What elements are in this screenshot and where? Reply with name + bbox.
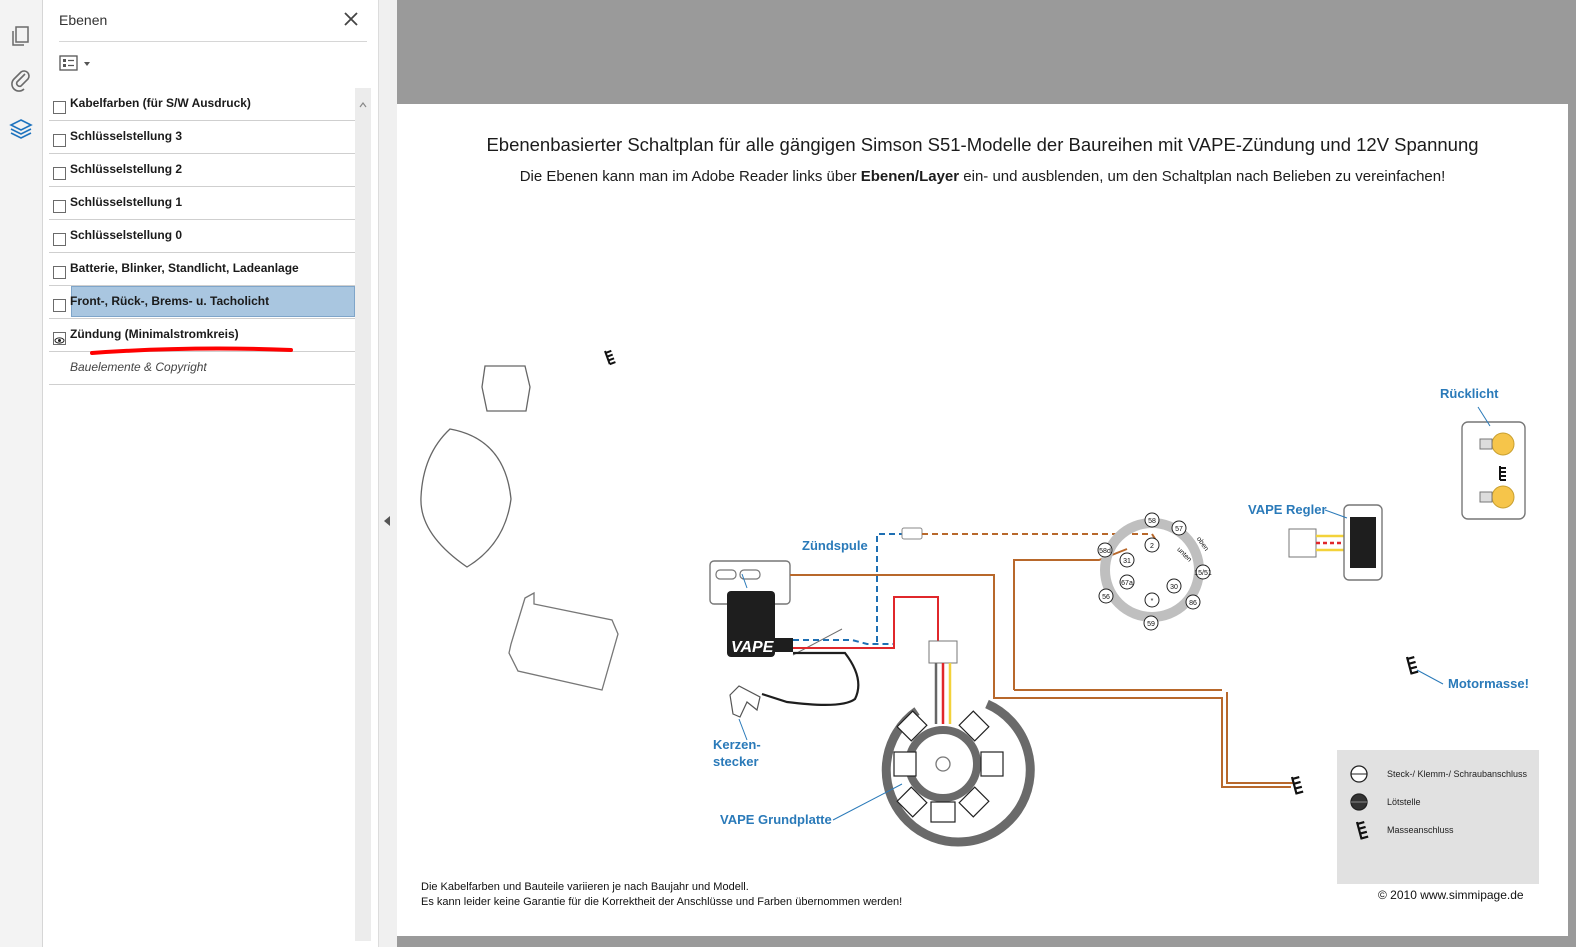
panel-splitter[interactable]: [378, 0, 397, 947]
layer-visibility-checkbox[interactable]: [53, 266, 66, 279]
layer-label: Schlüsselstellung 3: [70, 129, 183, 143]
copyright: © 2010 www.simmipage.de: [1378, 888, 1524, 902]
ignition-switch: 58 57 2 58d 31 15/51 67a 30 56 86 * 59 o…: [1097, 512, 1212, 631]
footnote: Die Kabelfarben und Bauteile variieren j…: [421, 880, 902, 910]
subtitle-bold: Ebenen/Layer: [860, 168, 960, 185]
layer-label-area[interactable]: [71, 286, 355, 317]
terminal-30: 30: [1170, 584, 1178, 591]
layer-options-button[interactable]: [59, 54, 99, 74]
layer-label: Batterie, Blinker, Standlicht, Ladeanlag…: [70, 261, 299, 275]
footnote-line2: Es kann leider keine Garantie für die Ko…: [421, 896, 903, 908]
layer-label: Bauelemente & Copyright: [70, 360, 207, 374]
left-tool-rail: [0, 0, 43, 947]
panel-divider: [59, 41, 367, 42]
layer-row[interactable]: Zündung (Minimalstromkreis): [49, 319, 355, 352]
attachment-icon[interactable]: [9, 68, 33, 92]
terminal-59: 59: [1147, 621, 1155, 628]
footnote-line1: Die Kabelfarben und Bauteile variieren j…: [421, 881, 749, 893]
layer-row[interactable]: Schlüsselstellung 1: [49, 187, 355, 220]
battery-outline: [508, 591, 619, 691]
layer-label: Schlüsselstellung 0: [70, 228, 183, 242]
layer-row[interactable]: Bauelemente & Copyright: [49, 352, 355, 385]
terminal-58d: 58d: [1099, 548, 1111, 555]
page-subtitle: Die Ebenen kann man im Adobe Reader link…: [397, 168, 1568, 185]
layer-label: Schlüsselstellung 2: [70, 162, 183, 176]
ignition-coil: [727, 591, 775, 657]
screw-terminal-icon: [1350, 765, 1368, 783]
close-icon[interactable]: [341, 9, 361, 29]
layer-visibility-checkbox[interactable]: [53, 200, 66, 213]
layers-icon[interactable]: [9, 117, 33, 141]
label-kerzenstecker: Kerzen-stecker: [713, 736, 761, 770]
layer-list: Kabelfarben (für S/W Ausdruck) Schlüssels…: [49, 88, 355, 385]
subtitle-text: Die Ebenen kann man im Adobe Reader link…: [519, 168, 861, 185]
panel-title: Ebenen: [59, 12, 108, 28]
label-zuendspule: Zündspule: [802, 538, 868, 553]
label-kerzenstecker-line1: Kerzen-: [713, 737, 761, 752]
label-vape-regler: VAPE Regler: [1248, 502, 1327, 517]
tail-light: [1461, 421, 1526, 520]
pdf-page: Ebenenbasierter Schaltplan für alle gäng…: [397, 104, 1568, 936]
terminal-56: 56: [1102, 594, 1110, 601]
layer-label: Schlüsselstellung 1: [70, 195, 183, 209]
terminal-58: 58: [1148, 518, 1156, 525]
layer-visible-eye-icon[interactable]: [53, 332, 66, 345]
page-title: Ebenenbasierter Schaltplan für alle gäng…: [486, 134, 1479, 155]
spark-plug-connector: [729, 685, 761, 718]
collapse-panel-icon[interactable]: [383, 514, 391, 526]
label-kerzenstecker-line2: stecker: [713, 754, 759, 769]
layer-row[interactable]: Schlüsselstellung 2: [49, 154, 355, 187]
layer-visibility-checkbox[interactable]: [53, 167, 66, 180]
label-motormasse: Motormasse!: [1448, 676, 1529, 691]
legend-label-terminal: Steck-/ Klemm-/ Schraubanschluss: [1387, 769, 1528, 779]
layer-row[interactable]: Front-, Rück-, Brems- u. Tacholicht: [49, 286, 355, 319]
svg-text:*: *: [1151, 598, 1154, 605]
gauge-outline: [481, 365, 531, 412]
terminal-15-51: 15/51: [1194, 570, 1212, 577]
label-vape-grundplatte: VAPE Grundplatte: [720, 812, 832, 827]
stator-plate: [881, 699, 1035, 847]
terminal-86: 86: [1189, 600, 1197, 607]
layer-row[interactable]: Schlüsselstellung 0: [49, 220, 355, 253]
legend-label-ground: Masseanschluss: [1387, 825, 1454, 835]
scroll-up-icon[interactable]: [359, 96, 367, 108]
legend: Steck-/ Klemm-/ Schraubanschluss Lötstel…: [1337, 750, 1539, 884]
headlight-outline: [420, 428, 512, 568]
motor-ground-icon: [1405, 656, 1419, 675]
legend-label-solder: Lötstelle: [1387, 797, 1421, 807]
scrollbar[interactable]: [355, 88, 371, 941]
svg-text:VAPE: VAPE: [731, 639, 775, 656]
layer-visibility-checkbox[interactable]: [53, 299, 66, 312]
layer-visibility-checkbox[interactable]: [53, 134, 66, 147]
layer-visibility-checkbox[interactable]: [53, 101, 66, 114]
regulator-plug: [1288, 528, 1317, 558]
layer-row[interactable]: Schlüsselstellung 3: [49, 121, 355, 154]
label-ruecklicht: Rücklicht: [1440, 386, 1499, 401]
wiring-diagram: VAPE: [420, 349, 1526, 847]
layer-label: Front-, Rück-, Brems- u. Tacholicht: [70, 294, 270, 308]
ground-icon-brown: [1290, 776, 1304, 795]
solder-point-icon: [1350, 793, 1368, 811]
terminal-67a: 67a: [1121, 580, 1133, 587]
layer-label: Zündung (Minimalstromkreis): [70, 327, 239, 341]
layer-visibility-checkbox[interactable]: [53, 233, 66, 246]
layer-label: Kabelfarben (für S/W Ausdruck): [70, 96, 251, 110]
pages-icon[interactable]: [9, 24, 33, 48]
layer-row[interactable]: Kabelfarben (für S/W Ausdruck): [49, 88, 355, 121]
terminal-2: 2: [1150, 543, 1154, 550]
layers-panel: Ebenen Kabelfarben (für S/W Ausdruck) Sch…: [43, 0, 378, 947]
terminal-31: 31: [1123, 558, 1131, 565]
layer-row[interactable]: Batterie, Blinker, Standlicht, Ladeanlag…: [49, 253, 355, 286]
terminal-57: 57: [1175, 526, 1183, 533]
ground-icon: [1355, 821, 1369, 840]
subtitle-text-end: ein- und ausblenden, um den Schaltplan n…: [959, 168, 1446, 185]
ground-icon-top: [604, 349, 616, 366]
